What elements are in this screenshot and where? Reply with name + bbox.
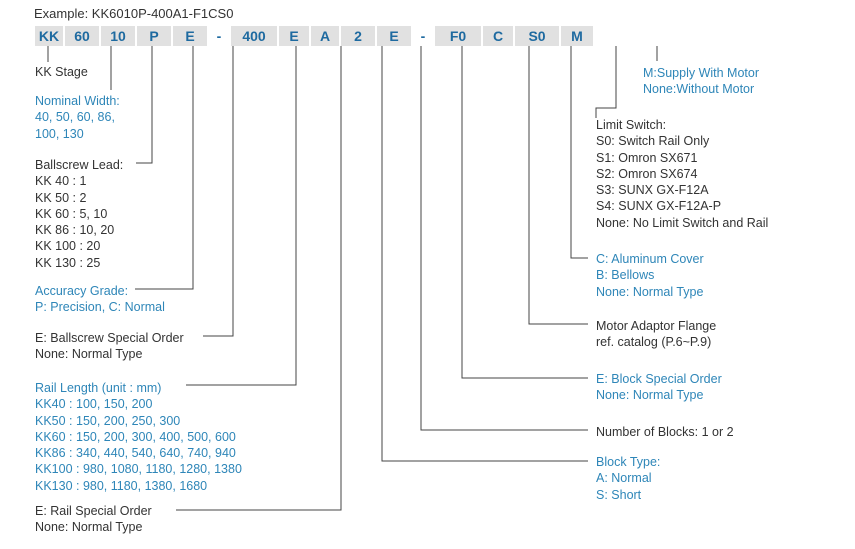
label-rail-special: E: Rail Special Order None: Normal Type — [35, 503, 152, 536]
code-segment: C — [483, 26, 513, 46]
label-line: None: Normal Type — [35, 347, 143, 362]
label-title: C: Aluminum Cover — [596, 252, 704, 266]
leader-num-blocks — [420, 46, 588, 431]
leader-ballscrew-special — [203, 46, 234, 337]
label-title: Nominal Width: — [35, 94, 120, 108]
label-block-type: Block Type: A: Normal S: Short — [596, 454, 660, 503]
label-cover: C: Aluminum Cover B: Bellows None: Norma… — [596, 251, 704, 300]
code-segment: S0 — [515, 26, 559, 46]
label-line: S4: SUNX GX-F12A-P — [596, 199, 722, 214]
label-line: A: Normal — [596, 471, 652, 486]
code-segment: F0 — [435, 26, 481, 46]
label-line: KK40 : 100, 150, 200 — [35, 397, 153, 412]
label-num-blocks: Number of Blocks: 1 or 2 — [596, 424, 734, 440]
leader-ballscrew-lead — [136, 46, 153, 164]
code-dash: - — [216, 28, 222, 44]
label-line: None: No Limit Switch and Rail — [596, 215, 769, 230]
leader-rail-length — [186, 46, 297, 386]
label-line: None:Without Motor — [643, 82, 755, 97]
code-segment: E — [279, 26, 309, 46]
label-line: S1: Omron SX671 — [596, 150, 698, 165]
label-ballscrew-special: E: Ballscrew Special Order None: Normal … — [35, 330, 184, 363]
leader-block-type — [381, 46, 588, 462]
leader-rail-special — [176, 46, 342, 511]
leader-cover — [570, 46, 588, 259]
label-line: P: Precision, C: Normal — [35, 300, 165, 315]
label-nominal-width: Nominal Width: 40, 50, 60, 86, 100, 130 — [35, 93, 120, 142]
label-line: KK 60 : 5, 10 — [35, 206, 108, 221]
label-line: KK50 : 150, 200, 250, 300 — [35, 413, 181, 428]
code-segment: A — [311, 26, 339, 46]
label-title: Accuracy Grade: — [35, 284, 129, 298]
label-limit-switch: Limit Switch: S0: Switch Rail Only S1: O… — [596, 117, 768, 231]
label-line: S2: Omron SX674 — [596, 166, 698, 181]
label-line: 40, 50, 60, 86, — [35, 110, 115, 125]
label-title: Block Type: — [596, 455, 661, 469]
example-code: Example: KK6010P-400A1-F1CS0 — [34, 6, 234, 21]
label-kk-stage-title: KK Stage — [35, 65, 88, 79]
code-segment: KK — [35, 26, 63, 46]
label-title: E: Rail Special Order — [35, 504, 152, 518]
label-line: 100, 130 — [35, 126, 84, 141]
label-line: KK60 : 150, 200, 300, 400, 500, 600 — [35, 429, 236, 444]
label-title: Ballscrew Lead: — [35, 158, 124, 172]
label-line: S3: SUNX GX-F12A — [596, 183, 709, 198]
code-segment: M — [561, 26, 593, 46]
leader-accuracy-grade — [135, 46, 194, 290]
label-title: E: Ballscrew Special Order — [35, 331, 184, 345]
label-rail-length: Rail Length (unit : mm) KK40 : 100, 150,… — [35, 380, 242, 494]
label-line: S0: Switch Rail Only — [596, 134, 710, 149]
code-segment: 60 — [65, 26, 99, 46]
code-segment: E — [377, 26, 411, 46]
label-ballscrew-lead: Ballscrew Lead: KK 40 : 1 KK 50 : 2 KK 6… — [35, 157, 123, 271]
code-segment: P — [137, 26, 171, 46]
label-accuracy-grade: Accuracy Grade: P: Precision, C: Normal — [35, 283, 165, 316]
label-title: E: Block Special Order — [596, 372, 722, 386]
code-dash: - — [420, 28, 426, 44]
label-kk-stage: KK Stage — [35, 64, 88, 80]
label-line: KK86 : 340, 440, 540, 640, 740, 940 — [35, 446, 236, 461]
label-title: M:Supply With Motor — [643, 66, 760, 80]
label-line: KK 40 : 1 — [35, 174, 87, 189]
leader-limit-switch — [595, 46, 617, 118]
leader-motor-flange — [528, 46, 588, 325]
label-line: KK 86 : 10, 20 — [35, 223, 115, 238]
label-line: KK 50 : 2 — [35, 190, 87, 205]
leader-block-special — [461, 46, 588, 379]
label-title: Motor Adaptor Flange — [596, 319, 717, 333]
label-line: ref. catalog (P.6~P.9) — [596, 335, 712, 350]
label-line: S: Short — [596, 487, 642, 502]
label-block-special: E: Block Special Order None: Normal Type — [596, 371, 722, 404]
label-line: KK130 : 980, 1180, 1380, 1680 — [35, 478, 208, 493]
label-motor-flange: Motor Adaptor Flange ref. catalog (P.6~P… — [596, 318, 716, 351]
label-line: None: Normal Type — [35, 520, 143, 535]
label-title: Limit Switch: — [596, 118, 667, 132]
label-line: None: Normal Type — [596, 388, 704, 403]
label-line: KK 130 : 25 — [35, 255, 101, 270]
label-line: KK 100 : 20 — [35, 239, 101, 254]
code-segment: E — [173, 26, 207, 46]
label-motor: M:Supply With Motor None:Without Motor — [643, 65, 759, 98]
label-line: KK100 : 980, 1080, 1180, 1280, 1380 — [35, 462, 242, 477]
label-title: Number of Blocks: 1 or 2 — [596, 425, 734, 439]
label-title: Rail Length (unit : mm) — [35, 381, 162, 395]
code-segment: 2 — [341, 26, 375, 46]
code-segment: 10 — [101, 26, 135, 46]
label-line: None: Normal Type — [596, 284, 704, 299]
code-segment: 400 — [231, 26, 277, 46]
label-line: B: Bellows — [596, 268, 655, 283]
